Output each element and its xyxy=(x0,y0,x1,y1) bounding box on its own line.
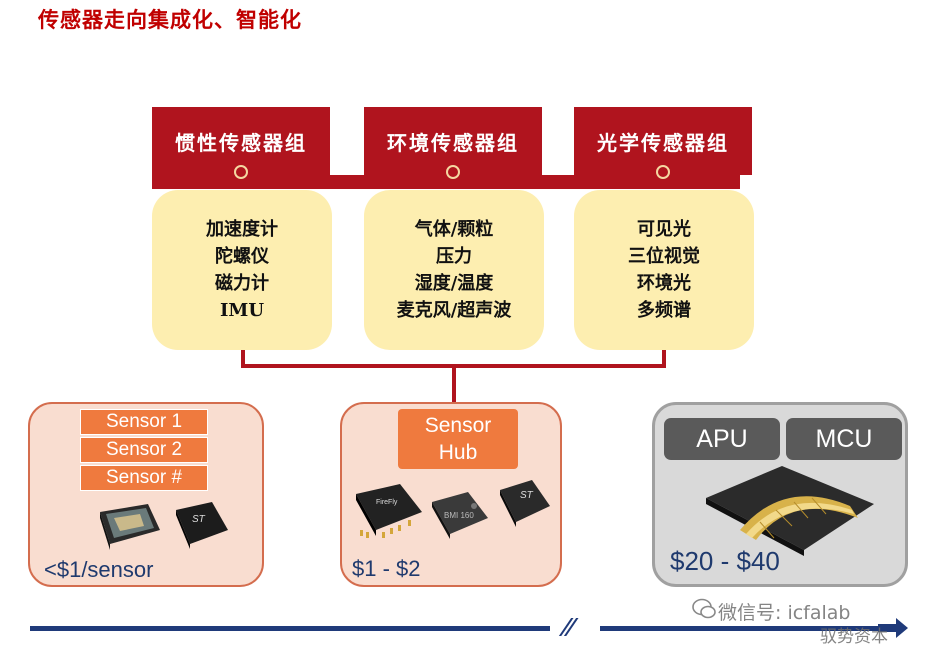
mcu-label: MCU xyxy=(786,418,902,460)
header-band xyxy=(152,175,740,189)
environmental-sensor-list: 气体/颗粒 压力 湿度/温度 麦克风/超声波 xyxy=(364,190,544,350)
chip-marking: FireFly xyxy=(376,499,398,506)
bullet-icon xyxy=(656,165,670,179)
chip-icon: ST xyxy=(176,502,228,549)
chip-icon: BMI 160 xyxy=(432,492,488,539)
chip-marking: ST xyxy=(520,490,534,501)
footer-line xyxy=(30,626,550,631)
arrow-right-icon xyxy=(878,618,908,638)
list-item: 三位视觉 xyxy=(628,246,700,267)
sensor-label: Sensor 2 xyxy=(80,437,208,463)
footer-line xyxy=(600,626,880,631)
chip-icon: FireFly xyxy=(356,484,422,538)
price-label: $20 - $40 xyxy=(670,546,780,576)
inertial-sensor-list: 加速度计 陀螺仪 磁力计 IMU xyxy=(152,190,332,350)
sensor-hub-label: Sensor Hub xyxy=(398,409,518,469)
connector-line xyxy=(452,364,456,402)
list-item: 可见光 xyxy=(637,219,691,240)
connector-line xyxy=(662,350,666,366)
list-item: 气体/颗粒 xyxy=(414,219,494,240)
footer-break-icon: // xyxy=(557,615,577,640)
group-header-inertial: 惯性传感器组 xyxy=(152,107,330,175)
sensor-hub-label-line1: Sensor xyxy=(424,414,492,437)
list-item: 麦克风/超声波 xyxy=(396,300,512,321)
sensor-label: Sensor 1 xyxy=(80,409,208,435)
price-label: $1 - $2 xyxy=(352,556,421,581)
wechat-icon xyxy=(692,598,716,619)
bullet-icon xyxy=(446,165,460,179)
list-item: 陀螺仪 xyxy=(215,246,269,267)
group-header-optical: 光学传感器组 xyxy=(574,107,752,175)
apu-label: APU xyxy=(664,418,780,460)
sensor-hub-label-line2: Hub xyxy=(438,441,478,464)
connector-line xyxy=(241,350,245,366)
list-item: 压力 xyxy=(436,246,472,267)
chip-icon: ST xyxy=(500,480,550,527)
sensor-label: Sensor # xyxy=(80,465,208,491)
processor-chip-icon xyxy=(706,466,874,556)
list-item: IMU xyxy=(219,300,265,321)
list-item: 加速度计 xyxy=(206,219,278,240)
bullet-icon xyxy=(234,165,248,179)
group-header-environmental: 环境传感器组 xyxy=(364,107,542,175)
list-item: 环境光 xyxy=(637,273,691,294)
watermark-source: 驭势资本 xyxy=(820,627,888,647)
list-item: 多频谱 xyxy=(637,300,691,321)
page-title: 传感器走向集成化、智能化 xyxy=(38,8,302,32)
price-label: <$1/sensor xyxy=(44,557,154,582)
chip-marking: ST xyxy=(192,514,206,525)
chip-icon xyxy=(100,504,160,550)
chip-marking: BMI 160 xyxy=(444,511,474,520)
optical-sensor-list: 可见光 三位视觉 环境光 多频谱 xyxy=(574,190,754,350)
list-item: 磁力计 xyxy=(215,273,269,294)
list-item: 湿度/温度 xyxy=(414,273,494,294)
watermark-wechat-id: 微信号: icfalab xyxy=(718,602,851,624)
